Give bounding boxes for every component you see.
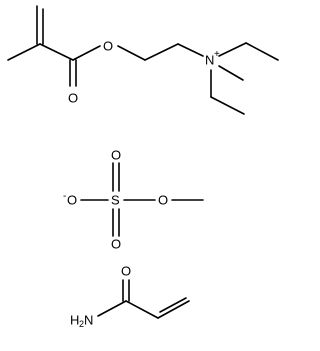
ammonium-charge-label: + [214,49,220,60]
ester-oxygen-label: O [103,39,113,54]
bond-ch2-n [177,43,204,57]
bond-methyl [7,43,41,61]
molecule-1-methacrylate-ammonium: O O N + [7,5,279,115]
lower-oxygen-label: O [111,237,121,252]
amide-nitrogen-label: N [84,313,93,328]
ammonium-nitrogen-label: N [205,53,214,68]
upper-oxygen-label: O [111,148,121,163]
amide-oxygen-label: O [121,264,131,279]
anion-oxygen-label: O [67,193,77,208]
bond-ethylene [144,43,179,61]
bond-n-ethyl-1b [245,42,279,61]
molecule-3-acrylamide: O H 2 N [70,264,190,329]
sulfur-label: S [111,193,120,208]
bond-n-ethyl-1a [218,42,247,57]
bond-vinyl-double-a [157,300,190,319]
bond-c-vinyl [125,300,159,319]
bond-carbonyl-ester-o [72,45,101,61]
bond-ester-o-ch2 [117,45,146,61]
bond-amide-n-c [97,300,127,317]
bond-vinyl-double-b [159,297,187,313]
bond-n-ethyl-2b [210,96,245,115]
amide-hydrogen-count-label: 2 [79,319,84,329]
methoxy-oxygen-label: O [158,193,168,208]
molecule-2-methyl-sulfate: - O S O O O [63,148,204,252]
bond-alpha-carbonyl [39,43,74,61]
chemical-structures: O O N + - O S O O O [7,5,279,329]
structure-canvas: O O N + - O S O O O [7,5,279,329]
anion-charge-label: - [63,191,66,202]
bond-n-methyl [218,65,244,81]
carbonyl-oxygen-label: O [68,91,78,106]
amide-hydrogen-label: H [70,313,79,328]
